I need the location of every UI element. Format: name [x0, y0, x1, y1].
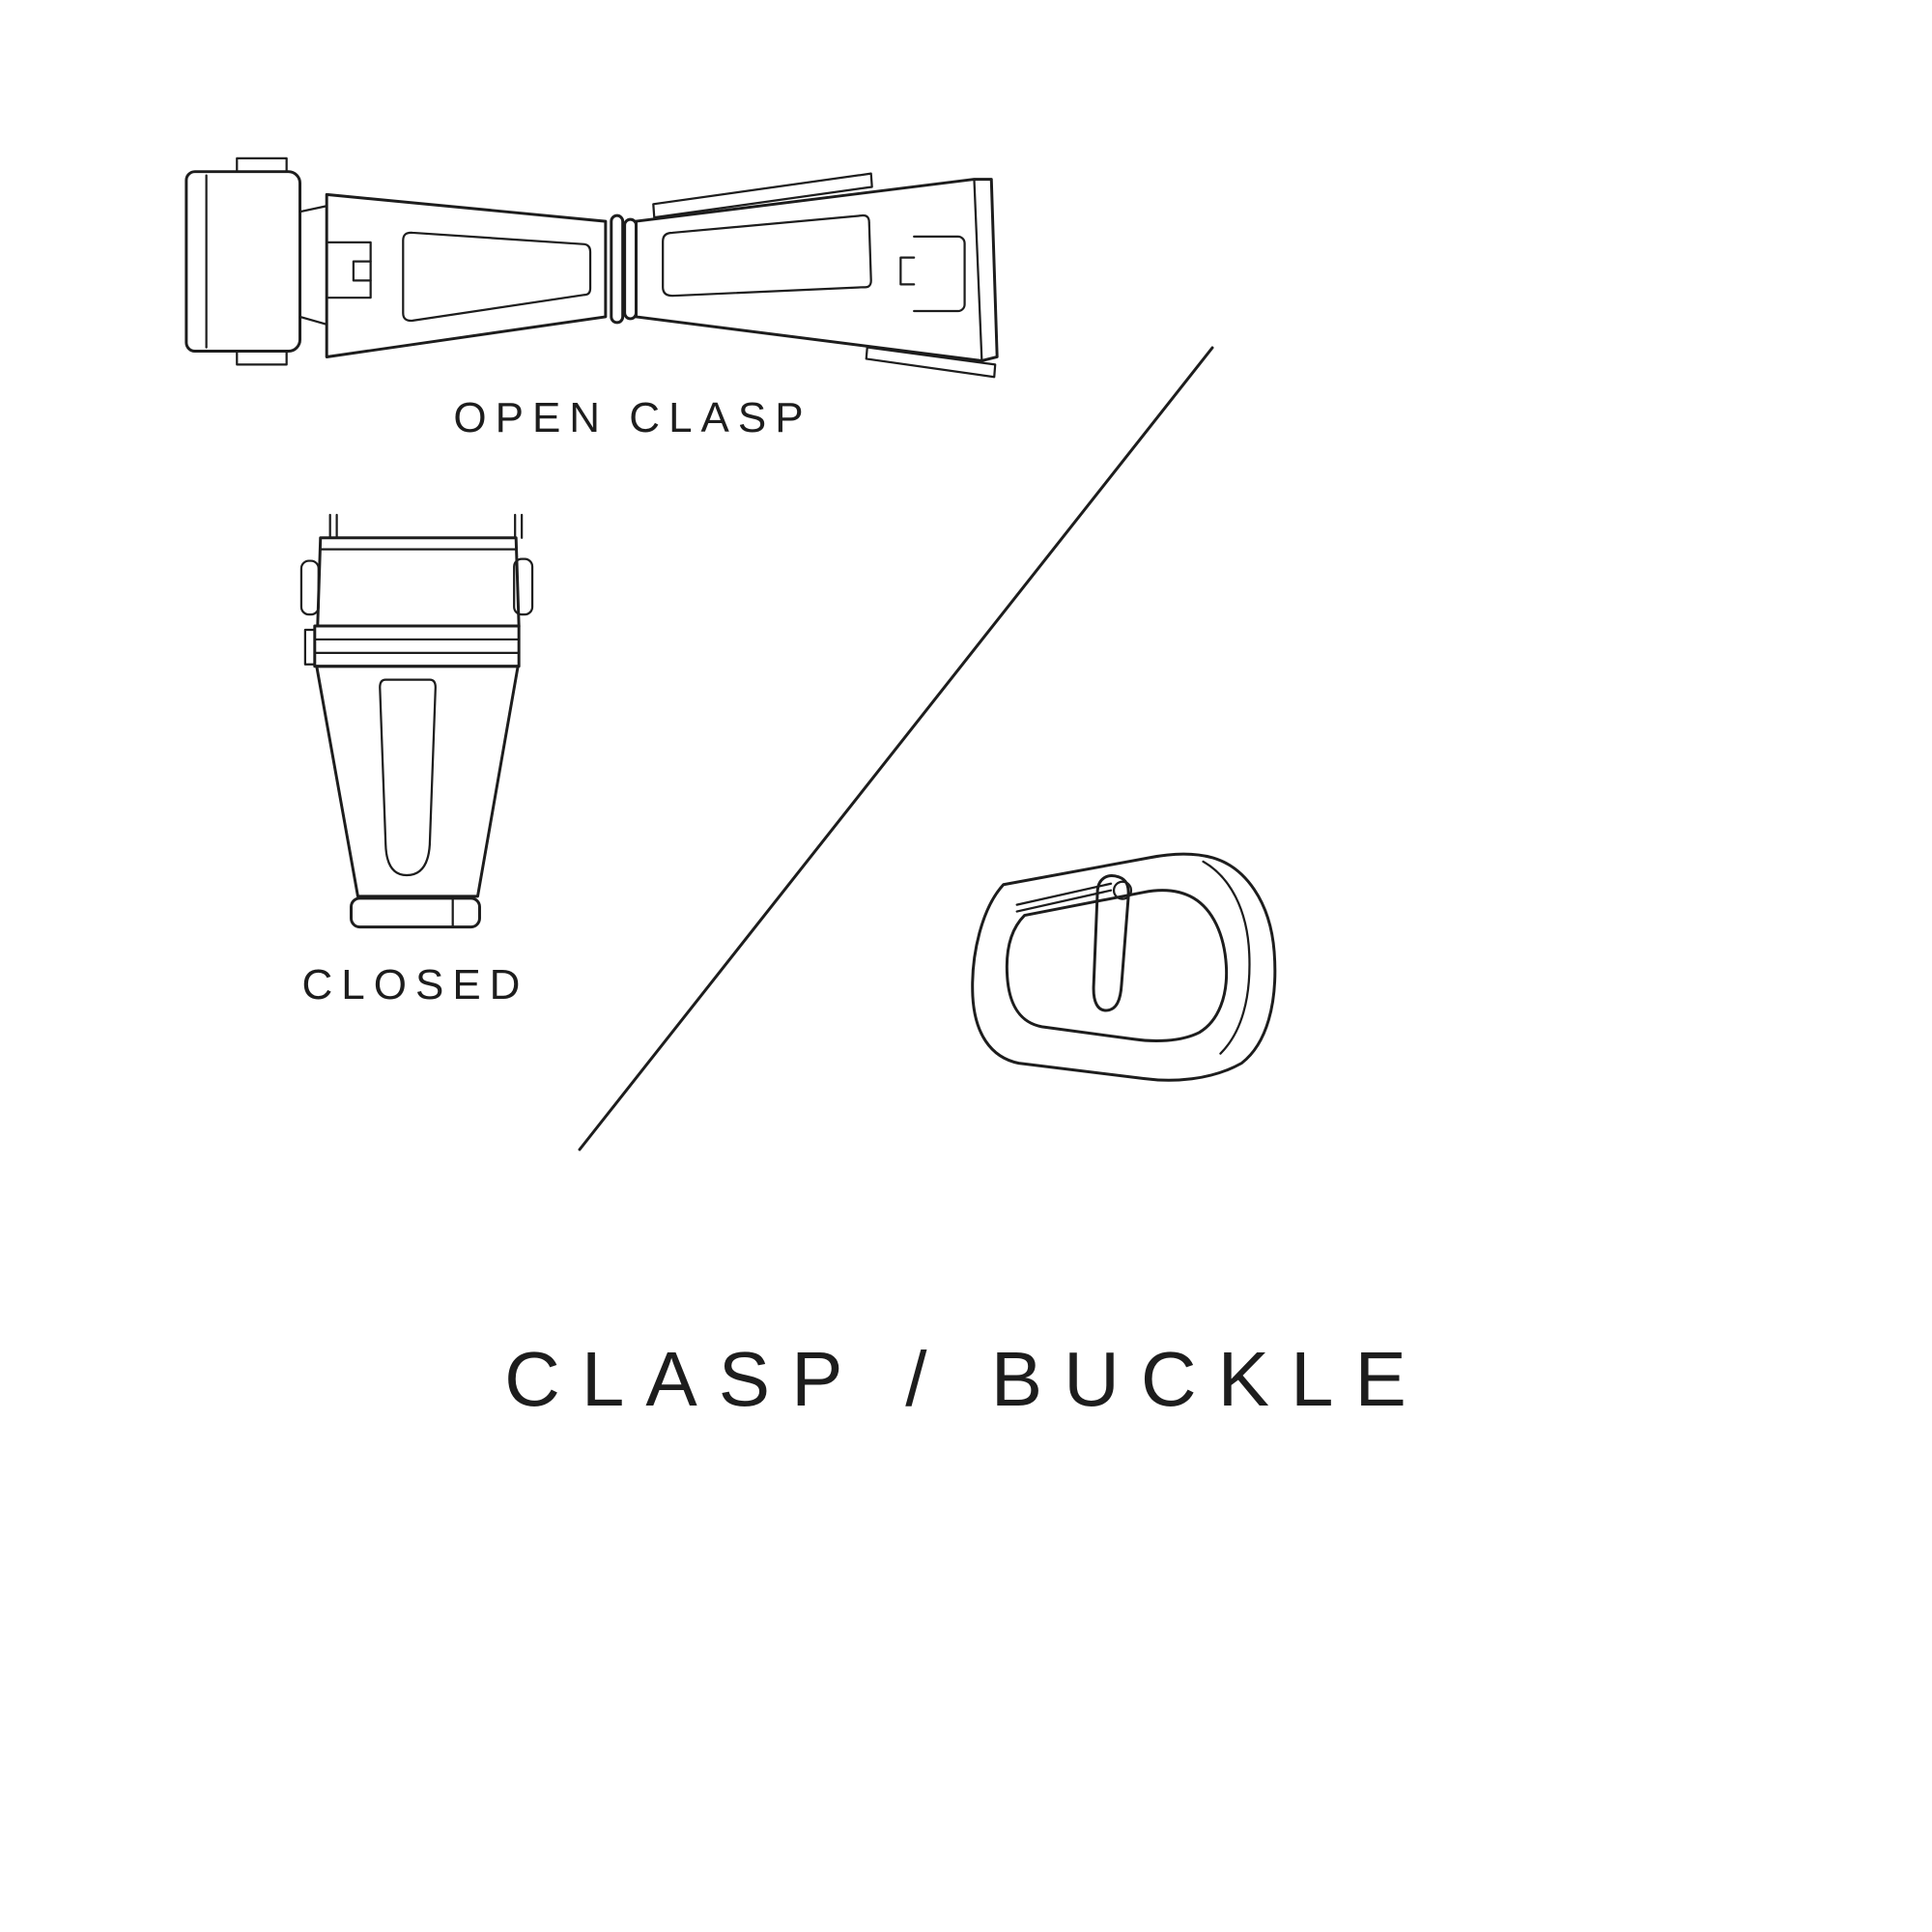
buckle-figure [961, 840, 1288, 1109]
open-clasp-illustration [185, 156, 999, 379]
closed-clasp-illustration [299, 513, 534, 929]
divider-figure [570, 338, 1227, 1159]
open-clasp-label: OPEN CLASP [453, 394, 812, 441]
closed-clasp-label: CLOSED [301, 961, 529, 1009]
open-clasp-figure [174, 145, 1014, 388]
page-title: CLASP / BUCKLE [504, 1336, 1428, 1422]
diagonal-divider-line [578, 346, 1214, 1151]
closed-clasp-figure [290, 507, 539, 934]
tang-buckle-illustration [971, 852, 1277, 1082]
